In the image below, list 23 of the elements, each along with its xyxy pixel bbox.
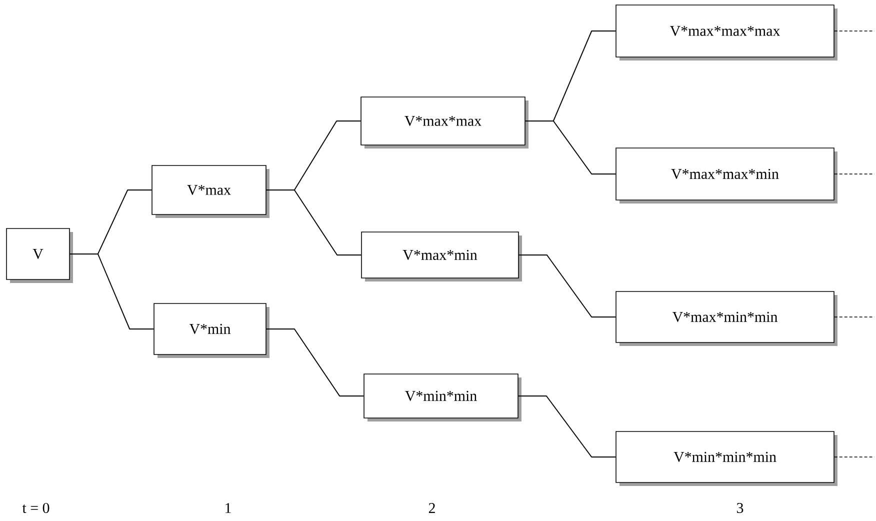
connector-line — [518, 396, 616, 458]
continuation-line — [834, 456, 875, 458]
time-label: 2 — [428, 503, 435, 513]
state-box: V*max*max*min — [616, 148, 838, 204]
state-box: V — [6, 228, 73, 283]
connector-line — [266, 190, 362, 256]
connector-line — [524, 120, 616, 174]
connector-line — [266, 328, 364, 396]
state-box: V*max*min — [361, 232, 522, 282]
state-box: V*min — [154, 303, 270, 358]
time-label: 1 — [226, 503, 231, 513]
state-box: V*min*min — [364, 374, 522, 422]
continuation-line — [834, 30, 875, 32]
connector-line — [518, 254, 616, 318]
state-box: V*max*min*min — [616, 291, 838, 346]
connector-line — [69, 254, 154, 330]
state-box: V*max — [152, 165, 270, 218]
state-box: V*min*min*min — [616, 431, 838, 486]
continuation-line — [834, 316, 875, 318]
time-label: 3 — [736, 502, 744, 513]
state-box: V*max*max — [360, 96, 528, 148]
state-box: V*max*max*max — [616, 4, 838, 60]
time-label: t = 0 — [22, 502, 50, 514]
